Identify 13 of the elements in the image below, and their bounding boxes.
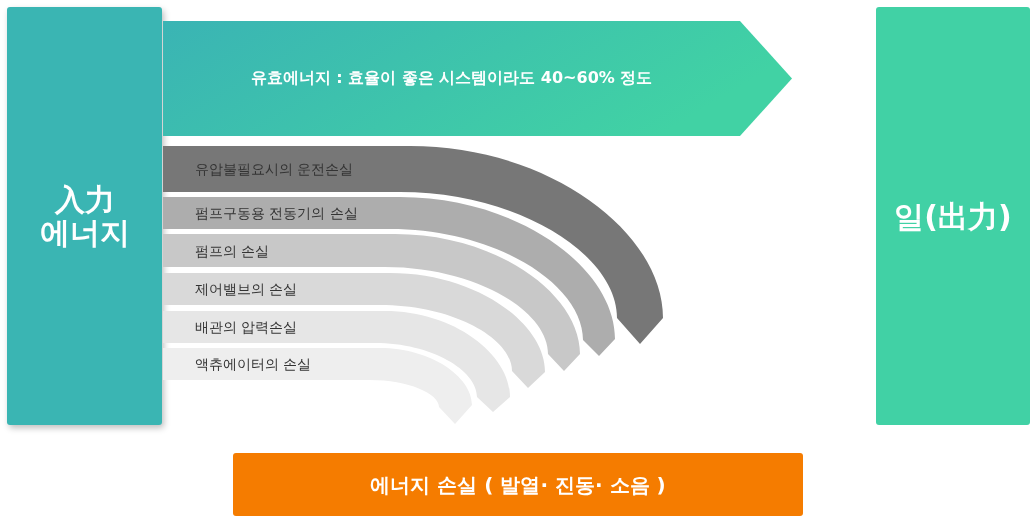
- loss-label: 제어밸브의 손실: [195, 280, 298, 298]
- box-label: 에너지 손실 ( 발열· 진동· 소음 ): [370, 473, 666, 496]
- output-work-box: [876, 7, 1030, 425]
- energy-loss-box: [233, 453, 803, 516]
- box-label: 일(出力): [894, 199, 1012, 233]
- loss-label: 배관의 압력손실: [195, 318, 298, 336]
- loss-label: 액츄에이터의 손실: [195, 355, 312, 373]
- loss-label: 유압불필요시의 운전손실: [195, 160, 354, 178]
- loss-label: 펌프구동용 전동기의 손실: [195, 204, 358, 222]
- input-energy-box: [7, 7, 162, 425]
- loss-label: 펌프의 손실: [195, 241, 270, 260]
- box-label: 入力 에너지: [38, 183, 131, 249]
- banner-label: 유효에너지 : 효율이 좋은 시스템이라도 40~60% 정도: [249, 67, 654, 89]
